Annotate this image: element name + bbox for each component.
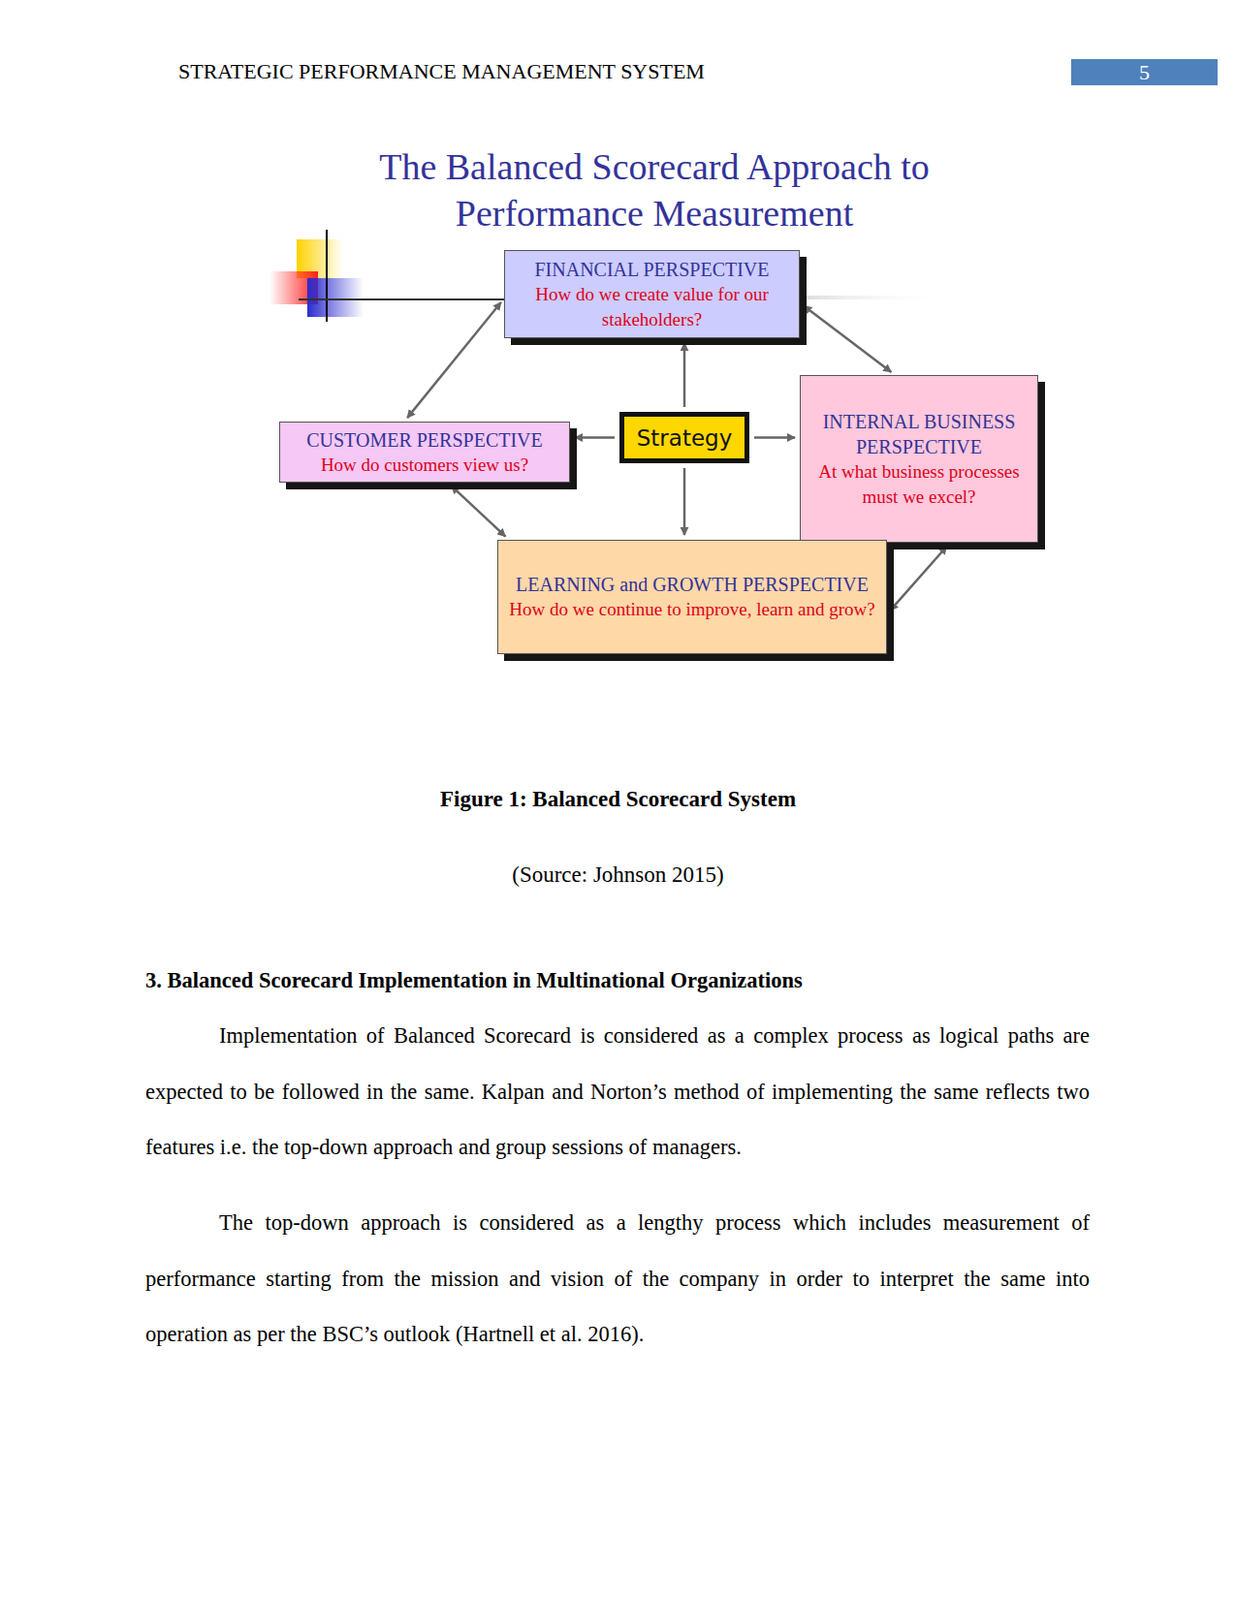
body-paragraph: Implementation of Balanced Scorecard is … (145, 1008, 1090, 1176)
figure-caption: Figure 1: Balanced Scorecard System (145, 785, 1091, 815)
box-question: How do we create value for our stakehold… (510, 282, 793, 333)
box-heading: FINANCIAL PERSPECTIVE (510, 256, 793, 283)
box-heading: LEARNING and GROWTH PERSPECTIVE (506, 571, 879, 598)
connector-arrow (451, 485, 507, 537)
internal-box: INTERNAL BUSINESS PERSPECTIVEAt what bus… (799, 375, 1039, 543)
decor-line (325, 229, 328, 322)
blue-square (307, 278, 364, 317)
box-question: How do customers view us? (285, 452, 564, 478)
customer-box: CUSTOMER PERSPECTIVEHow do customers vie… (279, 421, 571, 483)
running-header: STRATEGIC PERFORMANCE MANAGEMENT SYSTEM (178, 58, 705, 86)
figure-source: (Source: Johnson 2015) (145, 860, 1091, 890)
connector-arrow (407, 302, 502, 418)
body-paragraph: The top-down approach is considered as a… (145, 1195, 1090, 1363)
section-heading: 3. Balanced Scorecard Implementation in … (145, 966, 1091, 996)
box-heading: INTERNAL BUSINESS PERSPECTIVE (806, 409, 1032, 460)
decor-line (298, 298, 505, 301)
box-heading: CUSTOMER PERSPECTIVE (285, 427, 564, 453)
diagram-title: The Balanced Scorecard Approach to Perfo… (339, 143, 970, 237)
box-question: How do we continue to improve, learn and… (506, 597, 879, 623)
decor-line (804, 295, 951, 300)
strategy-box: Strategy (619, 412, 750, 464)
connector-arrow (803, 306, 891, 373)
connector-arrow (683, 343, 687, 408)
box-question: At what business processes must we excel… (806, 459, 1032, 510)
learning-box: LEARNING and GROWTH PERSPECTIVEHow do we… (497, 539, 888, 655)
page-number: 5 (1071, 59, 1218, 86)
box-heading: Strategy (628, 423, 741, 453)
connector-arrow (683, 468, 687, 536)
connector-arrow (889, 546, 947, 611)
connector-arrow (754, 436, 795, 440)
financial-box: FINANCIAL PERSPECTIVEHow do we create va… (504, 250, 800, 339)
connector-arrow (574, 436, 615, 440)
